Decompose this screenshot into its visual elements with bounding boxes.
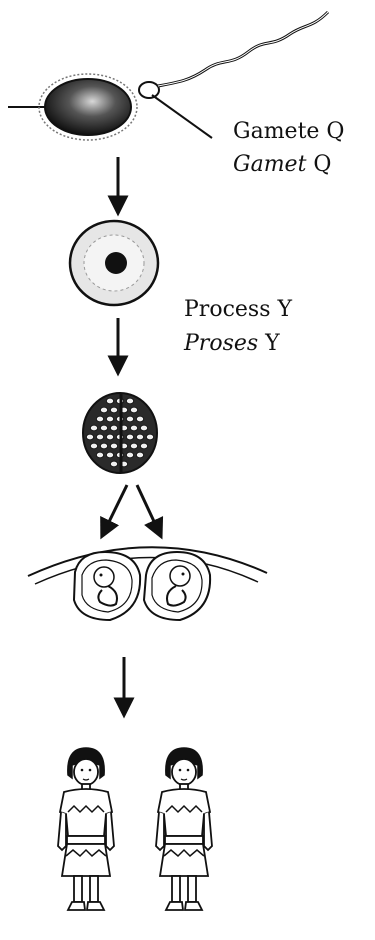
twin-girl-left — [58, 748, 114, 910]
cell — [130, 443, 137, 449]
cell — [110, 461, 117, 467]
cell — [146, 434, 153, 440]
cell — [130, 425, 137, 431]
cell-mass — [83, 393, 157, 473]
arm-right — [204, 812, 212, 850]
embryo-right-head — [170, 566, 190, 586]
cell — [106, 416, 113, 422]
leg-right — [188, 876, 196, 902]
process-label-en: Process Y — [184, 296, 292, 324]
cell — [110, 443, 117, 449]
sperm-tail — [158, 12, 328, 86]
leg-right — [90, 876, 98, 902]
zygote — [70, 221, 158, 305]
skirt — [160, 844, 208, 876]
shoe-right — [185, 902, 202, 910]
eye-right — [89, 769, 92, 772]
cell — [126, 398, 133, 404]
cell — [110, 407, 117, 413]
ovum — [45, 79, 131, 135]
process-label-ms-letter: Y — [265, 331, 280, 356]
cell — [136, 452, 143, 458]
cell — [100, 443, 107, 449]
leg-left — [172, 876, 180, 902]
belt — [67, 836, 105, 844]
cell — [126, 416, 133, 422]
cell — [140, 425, 147, 431]
arm-right — [106, 812, 114, 850]
zygote-nucleus — [105, 252, 127, 274]
uterus-embryos — [28, 547, 267, 620]
gamete-label-ms-letter: Q — [313, 152, 331, 177]
gamete-label-en: Gamete Q — [233, 118, 344, 146]
belt — [165, 836, 203, 844]
cell — [100, 425, 107, 431]
shirt — [60, 789, 112, 836]
leg-left — [74, 876, 82, 902]
eye-left — [179, 769, 182, 772]
cell — [90, 425, 97, 431]
arrow-split-left — [105, 485, 127, 530]
sperm-head — [139, 82, 159, 98]
embryo-right — [144, 552, 210, 620]
eye-right — [187, 769, 190, 772]
gamete-pointer-line — [152, 95, 212, 138]
cell — [96, 434, 103, 440]
cell — [136, 434, 143, 440]
gamete-label-ms-word: Gamet — [233, 152, 306, 177]
shoe-right — [87, 902, 104, 910]
embryo-left-head — [94, 567, 114, 587]
face — [172, 759, 196, 785]
cell — [130, 407, 137, 413]
skirt — [62, 844, 110, 876]
arm-left — [156, 812, 164, 850]
twin-girl-right — [156, 748, 212, 910]
gamete-label-ms: Gamet Q — [233, 151, 331, 179]
cell — [106, 398, 113, 404]
eye-left — [81, 769, 84, 772]
shoe-left — [68, 902, 85, 910]
process-label-ms-word: Proses — [184, 331, 258, 356]
process-label-ms: Proses Y — [184, 330, 280, 358]
shirt — [158, 789, 210, 836]
cell — [100, 407, 107, 413]
cell — [126, 452, 133, 458]
cell — [140, 443, 147, 449]
arrow-split-right — [137, 485, 158, 530]
sperm-tail-inner — [158, 12, 328, 86]
cell — [96, 416, 103, 422]
cell — [86, 434, 93, 440]
embryo-left — [74, 552, 140, 620]
shoe-left — [166, 902, 183, 910]
cell — [106, 452, 113, 458]
cell — [126, 434, 133, 440]
cell — [96, 452, 103, 458]
cell — [90, 443, 97, 449]
cell — [110, 425, 117, 431]
cell — [106, 434, 113, 440]
face — [74, 759, 98, 785]
cell — [136, 416, 143, 422]
arm-left — [58, 812, 66, 850]
